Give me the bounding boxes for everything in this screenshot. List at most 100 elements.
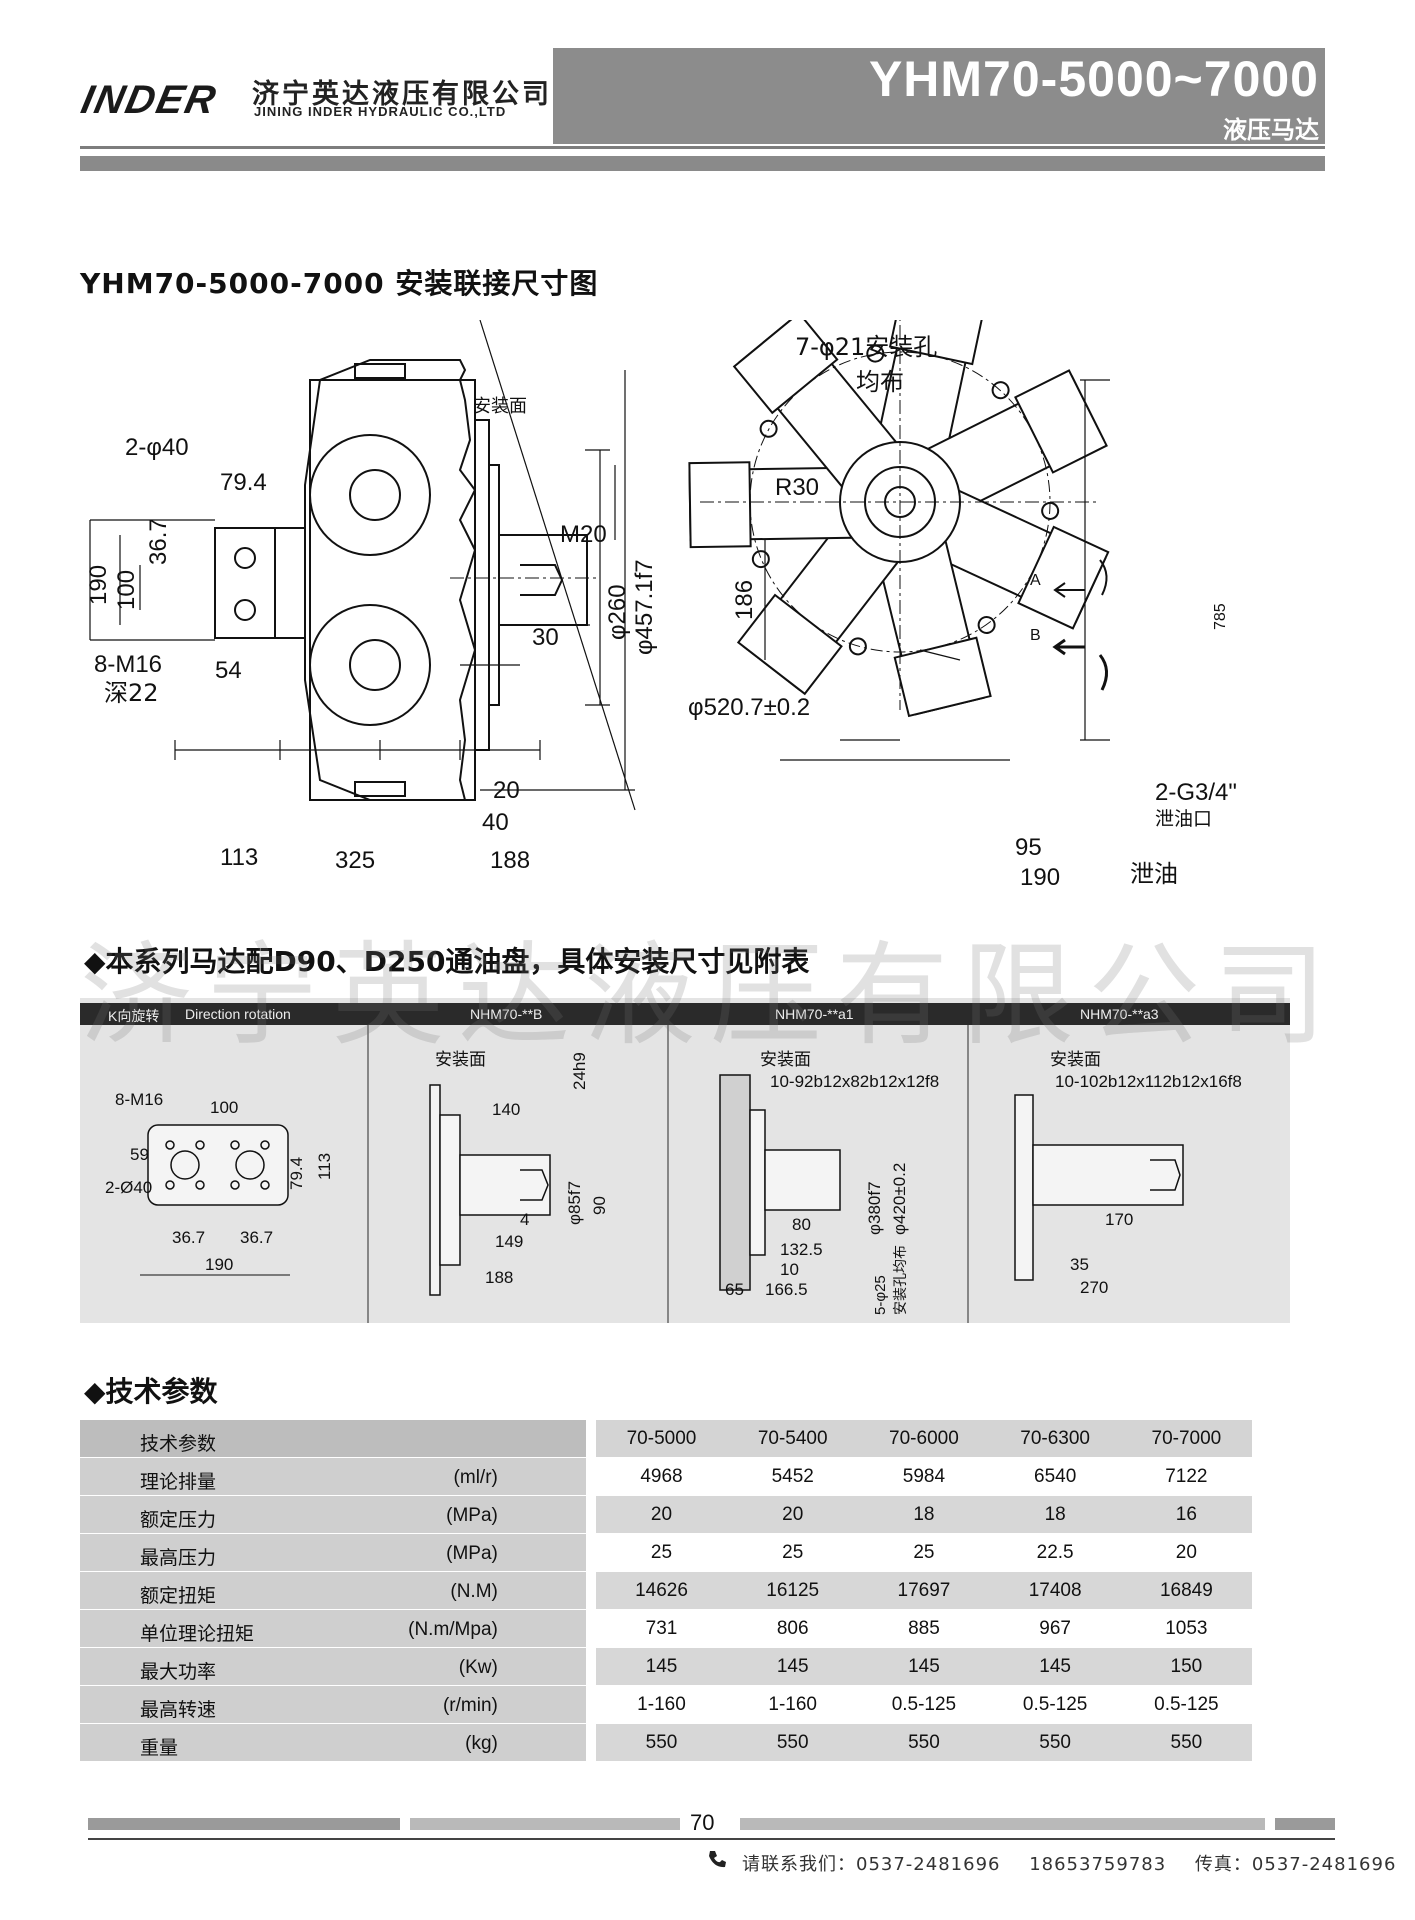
page-number: 70 xyxy=(690,1810,715,1835)
model-header: 70-6300 xyxy=(989,1420,1121,1458)
footer-bar xyxy=(1275,1818,1335,1830)
param-unit: (r/min) xyxy=(442,1695,498,1716)
spec-value: 16 xyxy=(1120,1495,1252,1534)
dim-label: 190 xyxy=(85,565,112,605)
spec-value: 145 xyxy=(858,1647,990,1686)
front-view xyxy=(614,320,1110,761)
dim-label: 149 xyxy=(495,1232,523,1251)
gap xyxy=(585,1533,596,1572)
dim-label: 2-φ40 xyxy=(125,434,189,461)
param-name: 额定扭矩 xyxy=(140,1585,217,1607)
dim-label: 24h9 xyxy=(570,1052,589,1090)
spec-label: 额定扭矩 (N.M) xyxy=(80,1571,586,1610)
param-unit: (ml/r) xyxy=(453,1467,498,1488)
spec-value: 550 xyxy=(595,1723,728,1762)
dim-label: 30 xyxy=(532,624,559,651)
dim-label: φ520.7±0.2 xyxy=(688,694,810,721)
dim-label: 190 xyxy=(1020,864,1060,891)
spec-label: 理论排量(ml/r) xyxy=(80,1457,586,1496)
dim-label: 36.7 xyxy=(240,1228,273,1247)
gap xyxy=(585,1647,596,1686)
footer-bar xyxy=(88,1818,400,1830)
b-shaft xyxy=(429,1084,551,1296)
dim-label: 36.7 xyxy=(172,1228,205,1247)
dim-label: 188 xyxy=(490,847,530,874)
dim-label: 安装面 xyxy=(435,1050,486,1070)
dim-label: 170 xyxy=(1105,1210,1133,1229)
footer-rule xyxy=(88,1838,1335,1840)
distributor-panel-header: K向旋转 Direction rotation NHM70-**B NHM70-… xyxy=(80,1003,1290,1025)
spec-label: 重量(kg) xyxy=(80,1723,586,1762)
section-title-dimensions: YHM70-5000-7000 安装联接尺寸图 xyxy=(80,267,599,300)
spec-value: 0.5-125 xyxy=(1120,1685,1252,1724)
contact-line: 请联系我们：0537-2481696 18653759783 传真：0537-2… xyxy=(742,1850,1415,1876)
dim-label: 36.7 xyxy=(145,518,172,565)
spec-value: 16849 xyxy=(1120,1571,1252,1610)
spec-value: 16125 xyxy=(727,1571,859,1610)
dim-label: 188 xyxy=(485,1268,513,1287)
piston-arm xyxy=(688,461,862,569)
spec-value: 550 xyxy=(1120,1723,1252,1762)
spec-value: 25 xyxy=(595,1533,728,1572)
param-unit: (Kw) xyxy=(458,1657,498,1678)
dim-label: 10-92b12x82b12x12f8 xyxy=(770,1072,939,1091)
param-unit: (MPa) xyxy=(446,1505,498,1526)
model-header: 70-7000 xyxy=(1120,1420,1252,1458)
piston-arm xyxy=(918,369,1108,517)
model-header: 70-5400 xyxy=(727,1420,859,1458)
spec-value: 150 xyxy=(1120,1647,1252,1686)
spec-value: 22.5 xyxy=(989,1533,1121,1572)
dim-label: 2-G3/4" xyxy=(1155,779,1237,806)
dim-label: 安装面 xyxy=(1050,1050,1101,1070)
param-unit: (kg) xyxy=(465,1733,498,1754)
spec-value: 4968 xyxy=(595,1457,728,1496)
spec-value: 6540 xyxy=(989,1457,1121,1496)
watermark: 济宁英达液压有限公司 xyxy=(80,931,1340,1061)
spec-value: 5452 xyxy=(727,1457,859,1496)
dimension-labels: 安装面 2-φ40 79.4 36.7 190 100 8-M16 深22 54… xyxy=(85,333,1237,891)
strip-label: K向旋转 xyxy=(108,1008,160,1024)
dim-label: 深22 xyxy=(104,679,159,707)
dim-label: 79.4 xyxy=(220,469,267,496)
param-name: 最高压力 xyxy=(140,1547,217,1569)
spec-value: 550 xyxy=(989,1723,1121,1762)
spec-value: 14626 xyxy=(595,1571,728,1610)
spec-label: 单位理论扭矩(N.m/Mpa) xyxy=(80,1609,586,1648)
section-title-distribution: ◆本系列马达配D90、D250通油盘，具体安装尺寸见附表 xyxy=(84,945,810,978)
section-title-specs: ◆技术参数 xyxy=(84,1375,218,1408)
dim-label: φ420±0.2 xyxy=(890,1163,909,1235)
installation-drawing: 安装面 2-φ40 79.4 36.7 190 100 8-M16 深22 54… xyxy=(85,320,1237,891)
spec-value: 7122 xyxy=(1120,1457,1252,1496)
a3-shaft xyxy=(1014,1094,1184,1281)
dim-label: 90 xyxy=(590,1196,609,1215)
spec-header-text: 技术参数 xyxy=(140,1433,217,1455)
dim-label: A xyxy=(1030,572,1041,589)
spec-value: 885 xyxy=(858,1609,990,1648)
footer-bar xyxy=(410,1818,680,1830)
spec-value: 17697 xyxy=(858,1571,990,1610)
param-unit: (MPa) xyxy=(446,1543,498,1564)
dim-label: 113 xyxy=(315,1153,334,1180)
dim-label: 5-φ25 xyxy=(872,1275,889,1315)
company-name-en: JINING INDER HYDRAULIC CO.,LTD xyxy=(254,104,507,119)
strip-label: NHM70-**a1 xyxy=(775,1006,854,1022)
dim-label: 35 xyxy=(1070,1255,1089,1274)
dim-label: 7-φ21安装孔 xyxy=(795,333,937,361)
spec-value: 0.5-125 xyxy=(858,1685,990,1724)
header-panel xyxy=(553,48,1325,144)
param-name: 最高转速 xyxy=(140,1699,217,1721)
dim-label: 186 xyxy=(731,580,758,620)
param-unit: (N.M) xyxy=(450,1581,498,1602)
model-header: 70-5000 xyxy=(595,1420,728,1458)
spec-value: 18 xyxy=(858,1495,990,1534)
spec-value: 17408 xyxy=(989,1571,1121,1610)
spec-value: 550 xyxy=(727,1723,859,1762)
dim-label: 安装面 xyxy=(760,1050,811,1070)
spec-label: 额定压力(MPa) xyxy=(80,1495,586,1534)
